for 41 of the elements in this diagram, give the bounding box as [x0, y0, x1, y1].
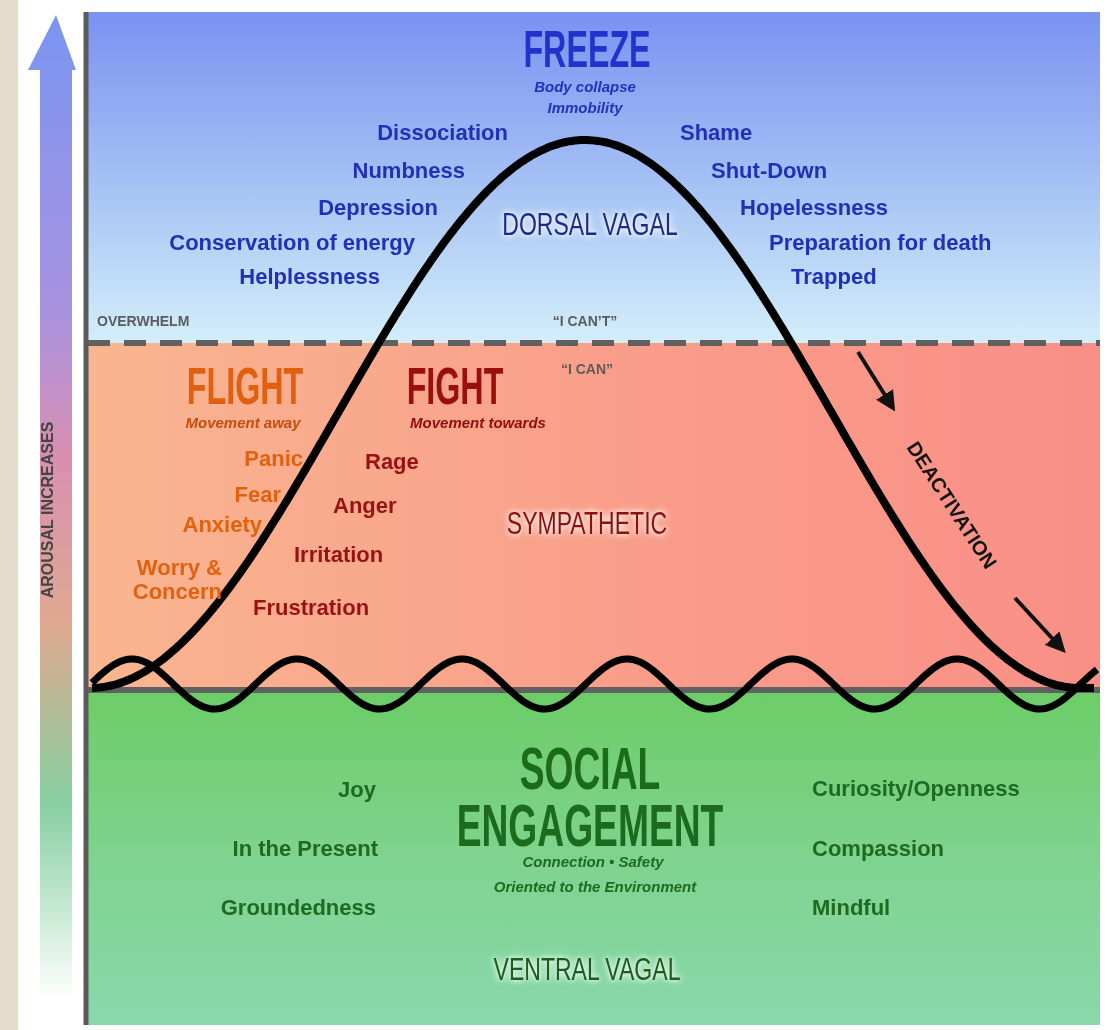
- zone-title: FREEZE: [523, 21, 651, 79]
- state-term: Shut-Down: [711, 158, 828, 184]
- state-term: Trapped: [791, 264, 877, 290]
- zone-subtitle: Immobility: [547, 99, 623, 117]
- zone-subtitle: Body collapse: [534, 78, 636, 96]
- threshold-note: “I CAN”: [560, 362, 614, 378]
- state-term: Hopelessness: [740, 195, 888, 221]
- zone-label: SYMPATHETIC: [506, 506, 668, 542]
- state-term: Dissociation: [377, 120, 508, 146]
- state-term: Helplessness: [239, 264, 380, 290]
- zone-label: VENTRAL VAGAL: [493, 952, 681, 988]
- zone-subtitle: Movement towards: [410, 414, 546, 432]
- state-term: Joy: [338, 777, 376, 803]
- state-term: Numbness: [352, 158, 465, 184]
- threshold-note: “I CAN’T”: [552, 314, 618, 330]
- state-term: Shame: [680, 120, 753, 146]
- zone-title: FLIGHT: [186, 358, 304, 416]
- state-term: Mindful: [812, 895, 891, 921]
- axis-label: AROUSAL INCREASES: [39, 421, 57, 599]
- state-term: Anxiety: [182, 512, 262, 538]
- state-term: Groundedness: [220, 895, 376, 921]
- state-term: Depression: [318, 195, 438, 221]
- state-term: Worry & Concern: [131, 555, 222, 605]
- zone-subtitle: Oriented to the Environment: [493, 878, 697, 896]
- state-term: Fear: [234, 482, 281, 508]
- state-term: Panic: [244, 446, 303, 472]
- state-term: Preparation for death: [769, 230, 992, 256]
- threshold-note: OVERWHELM: [97, 314, 190, 330]
- zone-subtitle: Movement away: [185, 414, 301, 432]
- state-term: Irritation: [294, 542, 384, 568]
- state-term: Anger: [333, 493, 397, 519]
- zone-title: FIGHT: [406, 358, 504, 416]
- state-term: Rage: [365, 449, 419, 475]
- state-term: Conservation of energy: [169, 230, 415, 256]
- state-term: Curiosity/Openness: [812, 776, 1020, 802]
- state-term: Frustration: [253, 595, 370, 621]
- zone-label: DORSAL VAGAL: [502, 207, 678, 243]
- zone-title: SOCIAL ENGAGEMENT: [455, 740, 725, 854]
- zone-subtitle: Connection • Safety: [522, 853, 664, 871]
- state-term: Compassion: [812, 836, 945, 862]
- state-term: In the Present: [232, 836, 378, 862]
